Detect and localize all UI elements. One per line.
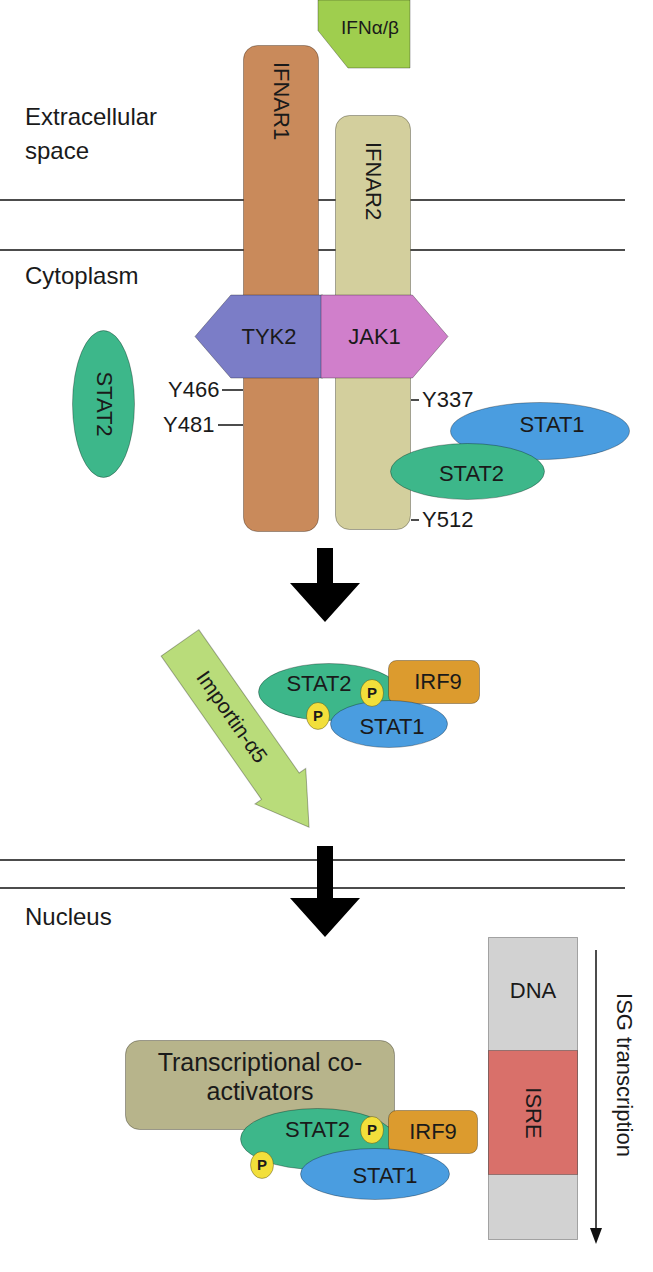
phospho-dot-fill bbox=[307, 703, 330, 730]
node-label: ISRE bbox=[520, 1087, 545, 1138]
nuclear-membrane-line bbox=[0, 887, 625, 889]
importin-arrow-fill bbox=[155, 625, 335, 845]
node-label: IFNAR1 bbox=[268, 61, 293, 139]
stat-protein: STAT1 bbox=[330, 700, 448, 748]
node-label: IFNAR2 bbox=[360, 141, 385, 219]
node-label: STAT1 bbox=[519, 412, 584, 437]
irf9-box-fill bbox=[389, 661, 480, 704]
residue-tick bbox=[411, 519, 419, 521]
node-label: P bbox=[367, 684, 377, 701]
importin-arrow: Importin-α5 bbox=[155, 625, 335, 845]
transcription-arrow bbox=[595, 950, 597, 1230]
process-label: ISG transcription bbox=[611, 993, 637, 1157]
node-label: STAT1 bbox=[359, 714, 424, 739]
receptor-chain-fill bbox=[244, 46, 319, 532]
node-label: JAK1 bbox=[348, 324, 401, 349]
nuclear-membrane-line bbox=[0, 859, 625, 861]
kinase-shape-fill bbox=[195, 295, 323, 378]
node-label: P bbox=[257, 1156, 267, 1173]
stat-protein-fill bbox=[301, 1149, 450, 1200]
kinase-shape: JAK1 bbox=[321, 295, 448, 378]
transition-arrow bbox=[290, 548, 360, 622]
stat-protein-fill bbox=[331, 701, 448, 748]
residue-tick bbox=[218, 424, 243, 426]
receptor-chain: IFNAR1 bbox=[243, 45, 319, 532]
residue-tick bbox=[411, 399, 419, 401]
residue-label: Y337 bbox=[422, 387, 473, 413]
stat-protein: STAT2 bbox=[390, 443, 545, 500]
compartment-label: Cytoplasm bbox=[25, 262, 138, 291]
ligand-shape-fill bbox=[318, 0, 410, 68]
phospho-dot-fill bbox=[361, 1117, 384, 1144]
transition-arrow bbox=[290, 846, 360, 937]
stat-protein-fill bbox=[391, 444, 545, 500]
isre-band: ISRE bbox=[488, 1050, 578, 1175]
node-label: TYK2 bbox=[241, 324, 296, 349]
node-label: DNA bbox=[510, 978, 556, 1003]
phospho-dot: P bbox=[250, 1151, 274, 1179]
irf9-box: IRF9 bbox=[388, 1110, 478, 1154]
node-label: P bbox=[367, 1121, 377, 1138]
node-label: STAT2 bbox=[439, 461, 504, 486]
residue-label: Y512 bbox=[422, 507, 473, 533]
node-label: Transcriptional co-activators bbox=[139, 1048, 381, 1106]
node-label: IRF9 bbox=[409, 1119, 457, 1144]
dna-column: DNA ISRE bbox=[488, 937, 578, 1240]
irf9-box: IRF9 bbox=[388, 660, 480, 704]
residue-label: Y466 bbox=[168, 377, 219, 403]
residue-label: Y481 bbox=[163, 412, 214, 438]
node-label: STAT2 bbox=[285, 1117, 350, 1142]
node-label: P bbox=[313, 707, 323, 724]
dna-column-fill bbox=[489, 938, 578, 1240]
node-label: IFNα/β bbox=[341, 17, 399, 39]
phospho-dot: P bbox=[360, 679, 384, 707]
compartment-label: Nucleus bbox=[25, 903, 112, 932]
stat-protein: STAT1 bbox=[300, 1148, 450, 1200]
residue-tick bbox=[222, 389, 243, 391]
kinase-shape: TYK2 bbox=[195, 295, 323, 378]
stat-protein: STAT2 bbox=[72, 330, 135, 478]
kinase-shape-fill bbox=[321, 295, 448, 378]
phospho-dot: P bbox=[306, 702, 330, 730]
phospho-dot-fill bbox=[361, 680, 384, 707]
stat-protein-fill bbox=[73, 331, 135, 478]
compartment-label: Extracellular space bbox=[25, 100, 190, 168]
transcription-arrowhead bbox=[590, 1228, 602, 1244]
node-label: IRF9 bbox=[414, 669, 462, 694]
node-label: STAT2 bbox=[286, 671, 351, 696]
ligand-shape: IFNα/β bbox=[318, 0, 410, 68]
isre-band-fill bbox=[489, 1051, 578, 1175]
irf9-box-fill bbox=[389, 1111, 478, 1154]
node-label: STAT1 bbox=[352, 1163, 417, 1188]
phospho-dot-fill bbox=[251, 1152, 274, 1179]
node-label: STAT2 bbox=[91, 371, 116, 436]
phospho-dot: P bbox=[360, 1116, 384, 1144]
